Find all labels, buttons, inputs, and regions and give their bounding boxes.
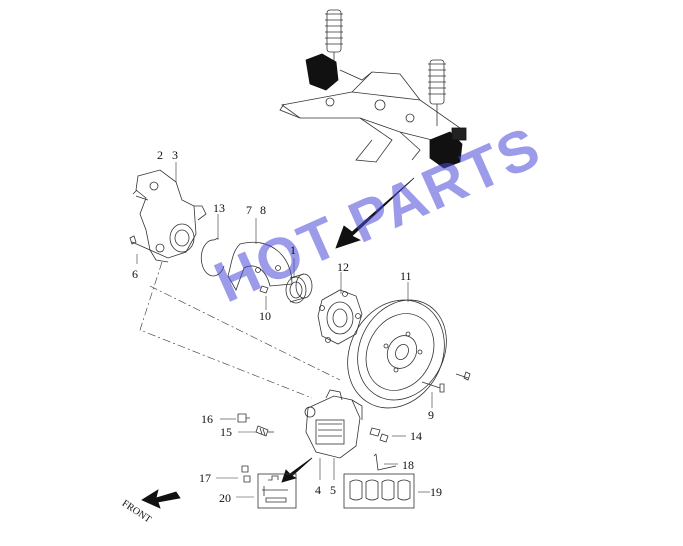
guide-pin xyxy=(255,425,274,437)
wheel-hub xyxy=(317,289,363,345)
callout-15: 15 xyxy=(220,425,232,439)
callout-1: 1 xyxy=(290,243,296,257)
caliper-bolt xyxy=(241,465,251,483)
callout-4: 4 xyxy=(315,483,321,497)
callout-9: 9 xyxy=(428,408,434,422)
leader-lines xyxy=(136,162,433,498)
pad-clip xyxy=(369,427,389,443)
callout-6: 6 xyxy=(132,267,138,281)
callout-20: 20 xyxy=(219,491,231,505)
steering-knuckle xyxy=(132,169,207,263)
callout-8: 8 xyxy=(260,203,266,217)
callout-17: 17 xyxy=(199,471,211,485)
bolt-6 xyxy=(129,235,151,251)
callout-16: 16 xyxy=(201,412,213,426)
callout-5: 5 xyxy=(330,483,336,497)
bolt-9 xyxy=(421,381,445,393)
subframe-assembly xyxy=(279,9,461,163)
dust-shield xyxy=(227,242,293,291)
alignment-line xyxy=(139,261,341,399)
callout-7: 7 xyxy=(246,203,252,217)
front-direction-arrow xyxy=(141,489,181,509)
callout-14: 14 xyxy=(410,429,422,443)
anti-rattle-spring xyxy=(373,453,397,471)
callout-18: 18 xyxy=(402,458,414,472)
callout-3: 3 xyxy=(172,148,178,162)
bleeder-bolt xyxy=(237,413,250,423)
callout-13: 13 xyxy=(213,201,225,215)
subframe-knuckle-right xyxy=(429,131,463,169)
pin-kit-frame xyxy=(257,473,297,509)
indicator-arrow-small xyxy=(281,457,313,483)
bolt-10 xyxy=(259,285,269,294)
callout-19: 19 xyxy=(430,485,442,499)
wheel-bearing xyxy=(285,273,313,304)
indicator-arrow-large xyxy=(335,177,415,249)
callout-11: 11 xyxy=(400,269,412,283)
brake-pads xyxy=(349,479,411,501)
brake-disc xyxy=(347,299,447,409)
callout-2: 2 xyxy=(157,148,163,162)
subframe-knuckle-left xyxy=(305,53,339,91)
callout-12: 12 xyxy=(337,260,349,274)
callout-10: 10 xyxy=(259,309,271,323)
pad-kit-frame xyxy=(343,473,415,509)
guide-pin-set xyxy=(262,475,288,503)
snap-ring xyxy=(200,237,225,277)
brake-caliper xyxy=(304,389,363,459)
